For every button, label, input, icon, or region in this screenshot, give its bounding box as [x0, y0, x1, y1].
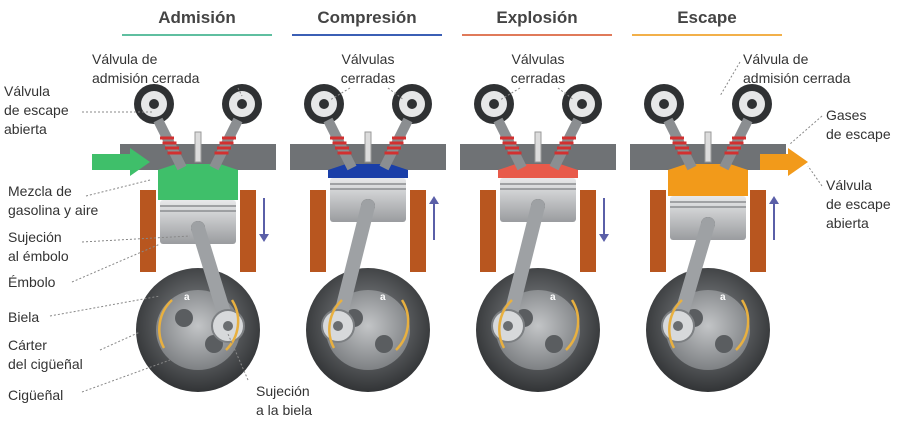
crank-rotation-arrow-left-escape	[668, 299, 683, 349]
connecting-rod-explosion	[501, 199, 545, 333]
cylinder-wall-left-escape	[650, 190, 666, 272]
crank-rotation-arrow-left-compresion	[328, 299, 343, 349]
leader-exhaust-gases	[789, 115, 823, 145]
leader-intake-valve-closed-1	[237, 87, 243, 97]
title-underline-escape	[632, 34, 782, 36]
crank-rotation-arrow-right-admision	[225, 299, 240, 351]
crank-marker-escape: a	[720, 292, 726, 303]
cylinder-wall-right-admision	[240, 190, 256, 272]
label-fuel-mixture: Mezcla de gasolina y aire	[8, 183, 99, 218]
title-explosion: Explosión	[496, 8, 578, 27]
spark-plug-explosion	[534, 131, 542, 163]
label-exhaust-gases: Gases de escape	[826, 107, 891, 142]
engine-compresion: a	[290, 84, 446, 392]
label-crankshaft: Cigüeñal	[8, 387, 64, 403]
leader-connecting-rod	[49, 295, 161, 317]
crank-rotation-arrow-left-explosion	[498, 299, 513, 349]
crank-rotation-arrow-right-compresion	[395, 299, 410, 351]
title-underline-compresion	[292, 34, 442, 36]
leader-intake-valve-closed-2	[719, 61, 741, 97]
engine-explosion: a	[460, 84, 616, 392]
compression-gas	[328, 164, 408, 178]
title-underline-admision	[122, 34, 272, 36]
spark-plug-escape	[704, 131, 712, 163]
exhaust-port-arrow	[760, 148, 808, 176]
spark-plug-compresion	[364, 131, 372, 163]
label-valves-closed-1: Válvulas cerradas	[340, 51, 396, 86]
engine-admision: a	[120, 84, 276, 392]
crank-rotation-arrow-left-admision	[158, 299, 173, 349]
label-exhaust-valve-open-1: Válvula de escape abierta	[4, 83, 69, 137]
intake-gas	[158, 164, 238, 200]
title-admision: Admisión	[158, 8, 236, 27]
cylinder-wall-right-explosion	[580, 190, 596, 272]
title-escape: Escape	[677, 8, 737, 27]
exhaust-gas	[668, 164, 748, 196]
label-intake-valve-closed-1: Válvula de admisión cerrada	[92, 51, 200, 86]
crank-rotation-arrow-right-explosion	[565, 299, 580, 351]
explosion-gas	[498, 164, 578, 178]
cylinder-wall-left-admision	[140, 190, 156, 272]
connecting-rod-admision	[191, 221, 235, 333]
title-compresion: Compresión	[317, 8, 417, 27]
crank-marker-admision: a	[184, 292, 190, 303]
leader-fuel-mixture	[85, 179, 151, 197]
label-crankcase: Cárter del cigüeñal	[8, 337, 83, 372]
cylinder-wall-left-compresion	[310, 190, 326, 272]
cylinder-wall-right-compresion	[410, 190, 426, 272]
label-connecting-rod: Biela	[8, 309, 40, 325]
crank-marker-compresion: a	[380, 292, 386, 303]
connecting-rod-escape	[671, 217, 715, 333]
label-piston: Émbolo	[8, 274, 56, 290]
label-intake-valve-closed-2: Válvula de admisión cerrada	[743, 51, 851, 86]
leader-crankcase	[99, 331, 141, 351]
cylinder-wall-right-escape	[750, 190, 766, 272]
cylinder-wall-left-explosion	[480, 190, 496, 272]
connecting-rod-compresion	[331, 199, 375, 333]
crank-marker-explosion: a	[550, 292, 556, 303]
intake-port-arrow	[92, 148, 150, 176]
spark-plug-admision	[194, 131, 202, 163]
leader-rod-bearing	[227, 333, 249, 381]
leader-valves-closed-1b	[387, 87, 405, 101]
crank-rotation-arrow-right-escape	[735, 299, 750, 351]
title-underline-explosion	[462, 34, 612, 36]
leader-valves-closed-2b	[557, 87, 575, 101]
label-exhaust-valve-open-2: Válvula de escape abierta	[826, 177, 891, 231]
leader-exhaust-valve-open-2	[807, 165, 823, 187]
label-valves-closed-2: Válvulas cerradas	[510, 51, 566, 86]
label-rod-bearing: Sujeción a la biela	[256, 383, 313, 418]
label-piston-pin: Sujeción al émbolo	[8, 229, 69, 264]
engine-escape: a	[630, 84, 786, 392]
